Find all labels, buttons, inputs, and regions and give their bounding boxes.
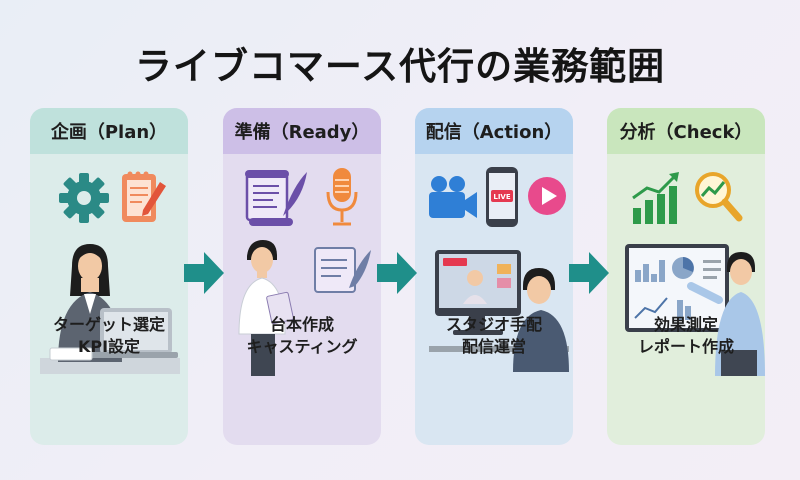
step-line: 台本作成 [269,315,334,334]
step-line: キャスティング [246,337,358,356]
step-card-ready: 準備（Ready） 台本作成 キャ [223,108,381,445]
arrow-right-icon [184,252,224,294]
planner-woman-laptop-illustration [40,244,180,374]
step-line: スタジオ手配 [445,315,542,334]
step-text-check: 効果測定 レポート作成 [607,314,765,358]
smartphone-live-icon [486,167,518,227]
writer-man-script-illustration [238,240,371,376]
growth-chart-icon [632,172,679,224]
step-header-ready: 準備（Ready） [223,108,381,154]
step-line: 配信運営 [461,337,526,356]
step-card-action: 配信（Action） LIVE [415,108,573,445]
streamer-monitor-illustration [429,250,569,372]
step-line: ターゲット選定 [52,315,165,334]
step-line: KPI設定 [77,337,141,356]
notepad-pen-icon [122,171,166,222]
step-card-check: 分析（Check） [607,108,765,445]
video-camera-icon [429,176,477,218]
gear-icon [59,173,109,223]
arrow-right-icon [377,252,417,294]
step-line: レポート作成 [637,337,734,356]
live-badge: LIVE [493,193,511,201]
step-text-plan: ターゲット選定 KPI設定 [30,314,188,358]
step-text-action: スタジオ手配 配信運営 [415,314,573,358]
arrow-right-icon [569,252,609,294]
script-quill-icon [245,170,307,226]
step-card-plan: 企画（Plan） [30,108,188,445]
page-title: ライブコマース代行の業務範囲 [134,45,666,88]
step-header-action: 配信（Action） [415,108,573,154]
microphone-icon [326,168,358,226]
analytics-magnifier-icon [695,172,743,222]
analyst-dashboard-illustration [625,244,765,376]
step-header-check: 分析（Check） [607,108,765,154]
step-line: 効果測定 [653,315,718,334]
step-text-ready: 台本作成 キャスティング [223,314,381,358]
play-button-icon [528,177,566,215]
step-header-plan: 企画（Plan） [30,108,188,154]
